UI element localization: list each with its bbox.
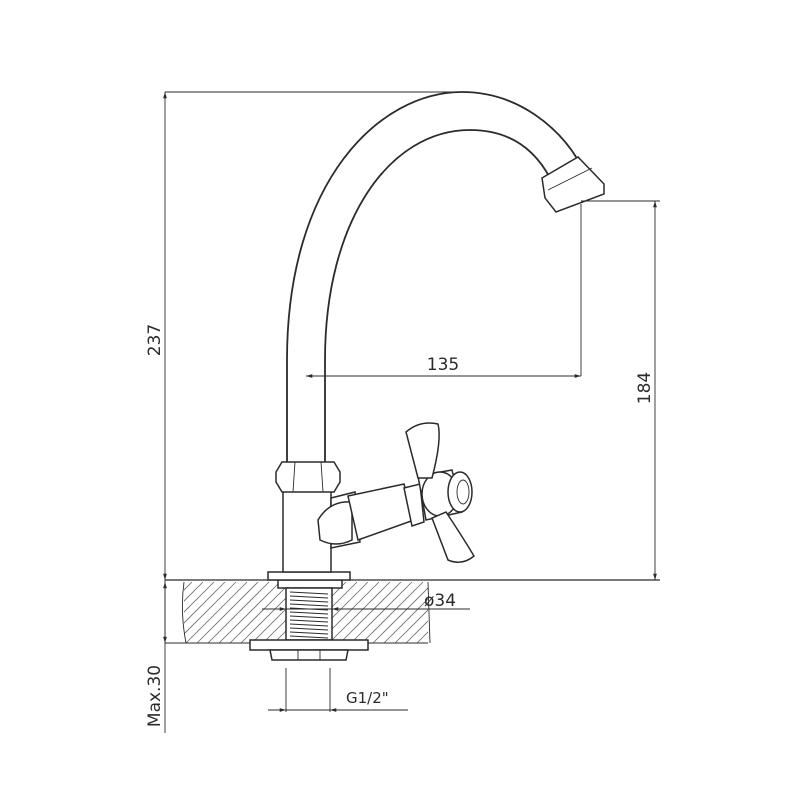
hatch-line	[472, 582, 533, 643]
hatch-line	[405, 582, 428, 643]
dim-max-thickness: Max.30	[145, 580, 184, 733]
hatch-line	[207, 582, 270, 643]
dim-spout-height: 184	[581, 200, 660, 580]
thread-line	[289, 615, 329, 619]
hatch-line	[196, 582, 259, 643]
countertop	[120, 579, 660, 644]
spout	[286, 91, 605, 462]
thread-line	[289, 599, 329, 603]
hatch-line	[120, 582, 181, 643]
thread-line	[289, 635, 329, 639]
dim-label-237: 237	[145, 324, 165, 356]
hatch-line	[383, 582, 428, 643]
dim-thread: G1/2"	[268, 668, 408, 712]
dim-label-135: 135	[427, 355, 459, 375]
hatch-line	[184, 582, 215, 643]
thread-line	[289, 627, 329, 631]
dim-label-thread: G1/2"	[346, 689, 389, 707]
hatch-line	[185, 582, 248, 643]
hatch-line	[372, 582, 428, 643]
hatch-line	[218, 582, 281, 643]
hatch-line	[494, 582, 555, 643]
dim-label-max30: Max.30	[145, 665, 165, 727]
hatch-line	[416, 582, 428, 643]
thread-line	[289, 591, 329, 595]
hatch-line	[184, 582, 226, 643]
hatch-line	[339, 582, 402, 643]
thread-line	[289, 603, 329, 607]
hatch-line	[361, 582, 424, 643]
dim-total-height: 237	[145, 91, 462, 580]
hatch-line	[394, 582, 428, 643]
dim-label-184: 184	[635, 372, 655, 404]
hatch-line	[328, 582, 391, 643]
hatch-line	[450, 582, 511, 643]
hatch-line	[350, 582, 413, 643]
thread-line	[289, 595, 329, 599]
dim-base-diameter: ø34	[262, 591, 470, 611]
hatch-line	[184, 582, 204, 643]
thread-line	[289, 623, 329, 627]
hatch-line	[229, 582, 292, 643]
faucet-body	[275, 461, 361, 573]
dim-spout-reach: 135	[306, 204, 582, 378]
hatch-line	[483, 582, 544, 643]
thread-line	[289, 631, 329, 635]
thread-line	[289, 611, 329, 615]
hatch-line	[461, 582, 522, 643]
dim-label-diameter: ø34	[424, 591, 456, 611]
mounting-shank	[249, 571, 369, 661]
thread-line	[289, 619, 329, 623]
cross-handle	[347, 422, 475, 563]
hatch-line	[184, 582, 237, 643]
